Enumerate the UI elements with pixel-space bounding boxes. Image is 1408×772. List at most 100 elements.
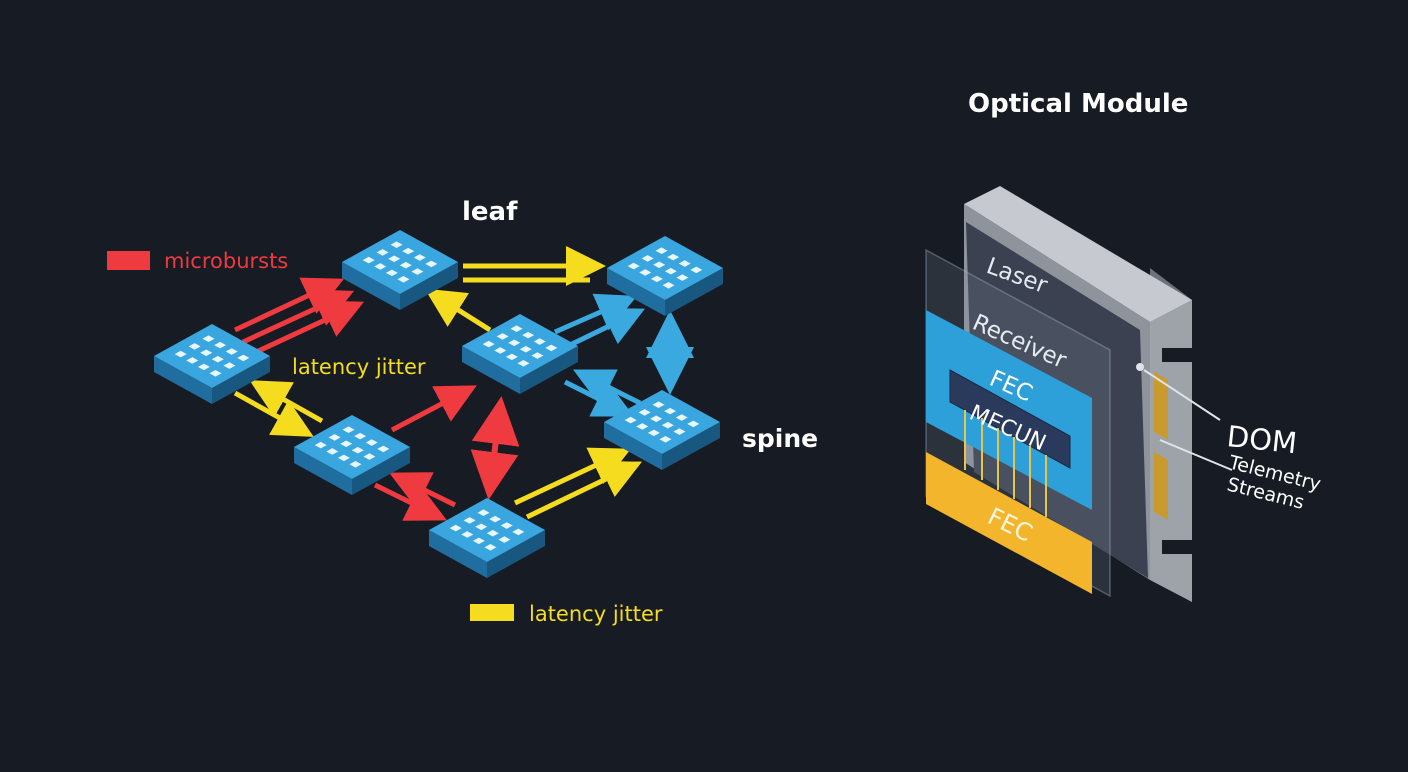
switch-f-port: [461, 531, 474, 538]
switch-a-port: [186, 357, 199, 364]
switch-c-port: [662, 281, 675, 289]
switch-b-port: [413, 254, 426, 261]
switch-g-top: [604, 390, 720, 454]
switch-e-side-left: [462, 346, 520, 394]
switch-f-port: [486, 529, 499, 537]
spine-label: spine: [742, 424, 818, 453]
module-gold-contact-lower: [1154, 452, 1168, 520]
switch-a-port: [214, 341, 227, 349]
legend-latency-jitter-label: latency jitter: [529, 602, 663, 626]
switch-g-port: [664, 407, 677, 415]
switch-a-port: [225, 348, 238, 355]
switch-e-port: [533, 338, 546, 345]
network-links: [233, 246, 694, 521]
switch-g-port: [673, 428, 686, 435]
switch-b-side-right: [400, 262, 458, 310]
switch-g-side-left: [604, 422, 662, 470]
switch-f-port: [489, 515, 502, 523]
legend-microbursts-swatch: [107, 251, 150, 270]
switch-e-port: [545, 344, 558, 352]
switch-f-port: [449, 524, 462, 532]
switch-a-port: [223, 362, 236, 369]
switch-c-port: [627, 262, 640, 270]
switch-e-port: [522, 331, 535, 339]
switch-f-port: [498, 536, 511, 543]
switch-e-port: [519, 345, 532, 353]
switch-e-side-right: [520, 346, 578, 394]
switch-e-port: [517, 359, 530, 367]
switch-e: [462, 314, 578, 394]
switch-c-side-left: [607, 268, 665, 316]
switch-f-side-left: [429, 530, 487, 578]
switch-b-port: [362, 256, 375, 264]
latency-jitter-inline-label: latency jitter: [292, 355, 426, 379]
leaf-label: leaf: [462, 197, 518, 227]
switch-g-port: [661, 421, 674, 429]
switch-a-port: [211, 355, 224, 363]
switch-g-port: [652, 401, 665, 409]
switch-c-port: [639, 269, 652, 276]
switch-b-port: [388, 255, 401, 263]
switch-f-port: [500, 522, 513, 529]
switch-b-port: [425, 260, 438, 268]
switch-g-side-right: [662, 422, 720, 470]
switch-a-port: [237, 354, 250, 362]
module-title: Optical Module: [968, 89, 1188, 119]
switch-c-port: [664, 267, 677, 275]
switch-c-top: [607, 236, 723, 300]
switch-b-port: [411, 268, 424, 275]
switch-a-port: [197, 363, 210, 371]
switch-d-side-right: [352, 447, 410, 495]
switch-c-port: [667, 253, 680, 261]
switch-e-port: [531, 352, 544, 359]
switch-c-port: [690, 266, 703, 274]
switch-d-port: [363, 453, 376, 460]
switch-a: [154, 324, 270, 404]
switch-c-port: [655, 247, 668, 255]
switch-d-port: [340, 440, 353, 448]
switch-b: [342, 230, 458, 310]
switch-a-side-left: [154, 356, 212, 404]
dom-callout-line-1: [1143, 369, 1221, 421]
switch-g-port: [638, 409, 651, 416]
switch-c-port: [653, 261, 666, 269]
switch-g-port: [675, 414, 688, 421]
link-a-d-yellow: [233, 380, 324, 437]
switch-g-port: [650, 415, 663, 423]
module-housing-right: [1150, 300, 1192, 602]
switch-d-port: [342, 426, 355, 434]
switch-f-top: [429, 498, 545, 562]
switch-b-top: [342, 230, 458, 294]
switch-f-port: [484, 543, 497, 551]
link-b-to-c-yellow: [463, 246, 606, 286]
switch-a-port: [188, 343, 201, 350]
switch-c-side-right: [665, 268, 723, 316]
switch-f-port: [463, 517, 476, 524]
dom-callout-line-2: [1159, 439, 1233, 471]
switch-d-port: [328, 434, 341, 441]
switch-b-port: [385, 269, 398, 277]
switch-c-port: [650, 275, 663, 283]
switch-c-port: [641, 255, 654, 262]
module-notch-lower: [1162, 540, 1192, 554]
link-e-g-blue: [563, 369, 642, 417]
switch-e-port: [494, 347, 507, 354]
link-a-to-b-red: [233, 277, 365, 357]
switch-f-port: [477, 509, 490, 517]
switch-b-port: [402, 247, 415, 255]
switch-d-port: [349, 460, 362, 468]
switch-a-port: [209, 369, 222, 377]
switch-a-port: [200, 349, 213, 357]
switch-g: [604, 390, 720, 470]
link-f-to-g-yellow: [513, 447, 643, 520]
switch-b-side-left: [342, 262, 400, 310]
module-pins: [964, 410, 1047, 517]
legend-latency-jitter-swatch: [470, 604, 514, 621]
module-mecun-chip: [949, 369, 1071, 469]
legend-latency-jitter: latency jitter: [470, 602, 663, 626]
switch-e-port: [505, 353, 518, 361]
module-fec-lower-board: [926, 452, 1092, 594]
switch-f-side-right: [487, 530, 545, 578]
switch-b-port: [399, 261, 412, 269]
